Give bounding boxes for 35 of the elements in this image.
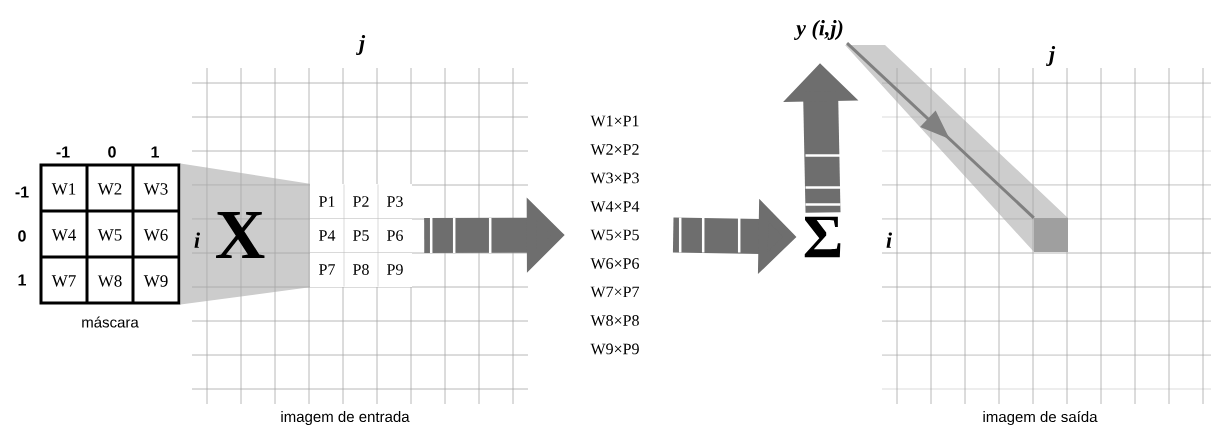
image-caption: imagem de entrada	[281, 411, 410, 425]
node-label: P2	[353, 196, 369, 207]
node-label: P4	[319, 230, 336, 241]
sum-sign: Σ	[804, 216, 841, 258]
node-label: P1	[319, 196, 335, 207]
product-term: W5×P5	[590, 229, 639, 241]
output-pixel	[1034, 218, 1068, 252]
node-label: P3	[387, 196, 403, 207]
product-term: W3×P3	[590, 172, 639, 184]
image-caption: máscara	[82, 316, 139, 328]
arrow	[846, 42, 1035, 219]
node-label: P7	[319, 264, 335, 275]
axis-label: i	[886, 232, 892, 248]
axis-label: j	[356, 35, 366, 55]
pixel-block: P1 P2 P3 P4 P5 P6 P7 P8 P9	[309, 184, 413, 287]
axis-label: j	[1046, 46, 1056, 66]
projection-wedge	[180, 163, 310, 305]
product-term: W1×P1	[590, 115, 639, 127]
product-term: W6×P6	[590, 258, 640, 269]
product-term: W9×P9	[590, 343, 639, 355]
multiply-sign: X	[216, 212, 265, 258]
output-value-label: y (i,j)	[793, 17, 847, 43]
node-label: P5	[353, 230, 369, 241]
node-label: P9	[387, 264, 403, 275]
image-caption: imagem de saída	[983, 410, 1098, 426]
product-term: W7×P7	[590, 286, 640, 298]
mask-grid: W1 W2 W3 W4 W5 W6 W7 W8 W9	[39, 163, 181, 305]
image-grid	[881, 67, 1211, 405]
node-label: P8	[353, 264, 369, 275]
index-label: 1	[18, 274, 26, 286]
product-term: W2×P2	[590, 144, 639, 155]
index-label: 0	[18, 230, 26, 242]
product-term: W8×P8	[590, 315, 639, 326]
node-label: P6	[387, 230, 403, 241]
product-term: W4×P4	[590, 201, 640, 212]
